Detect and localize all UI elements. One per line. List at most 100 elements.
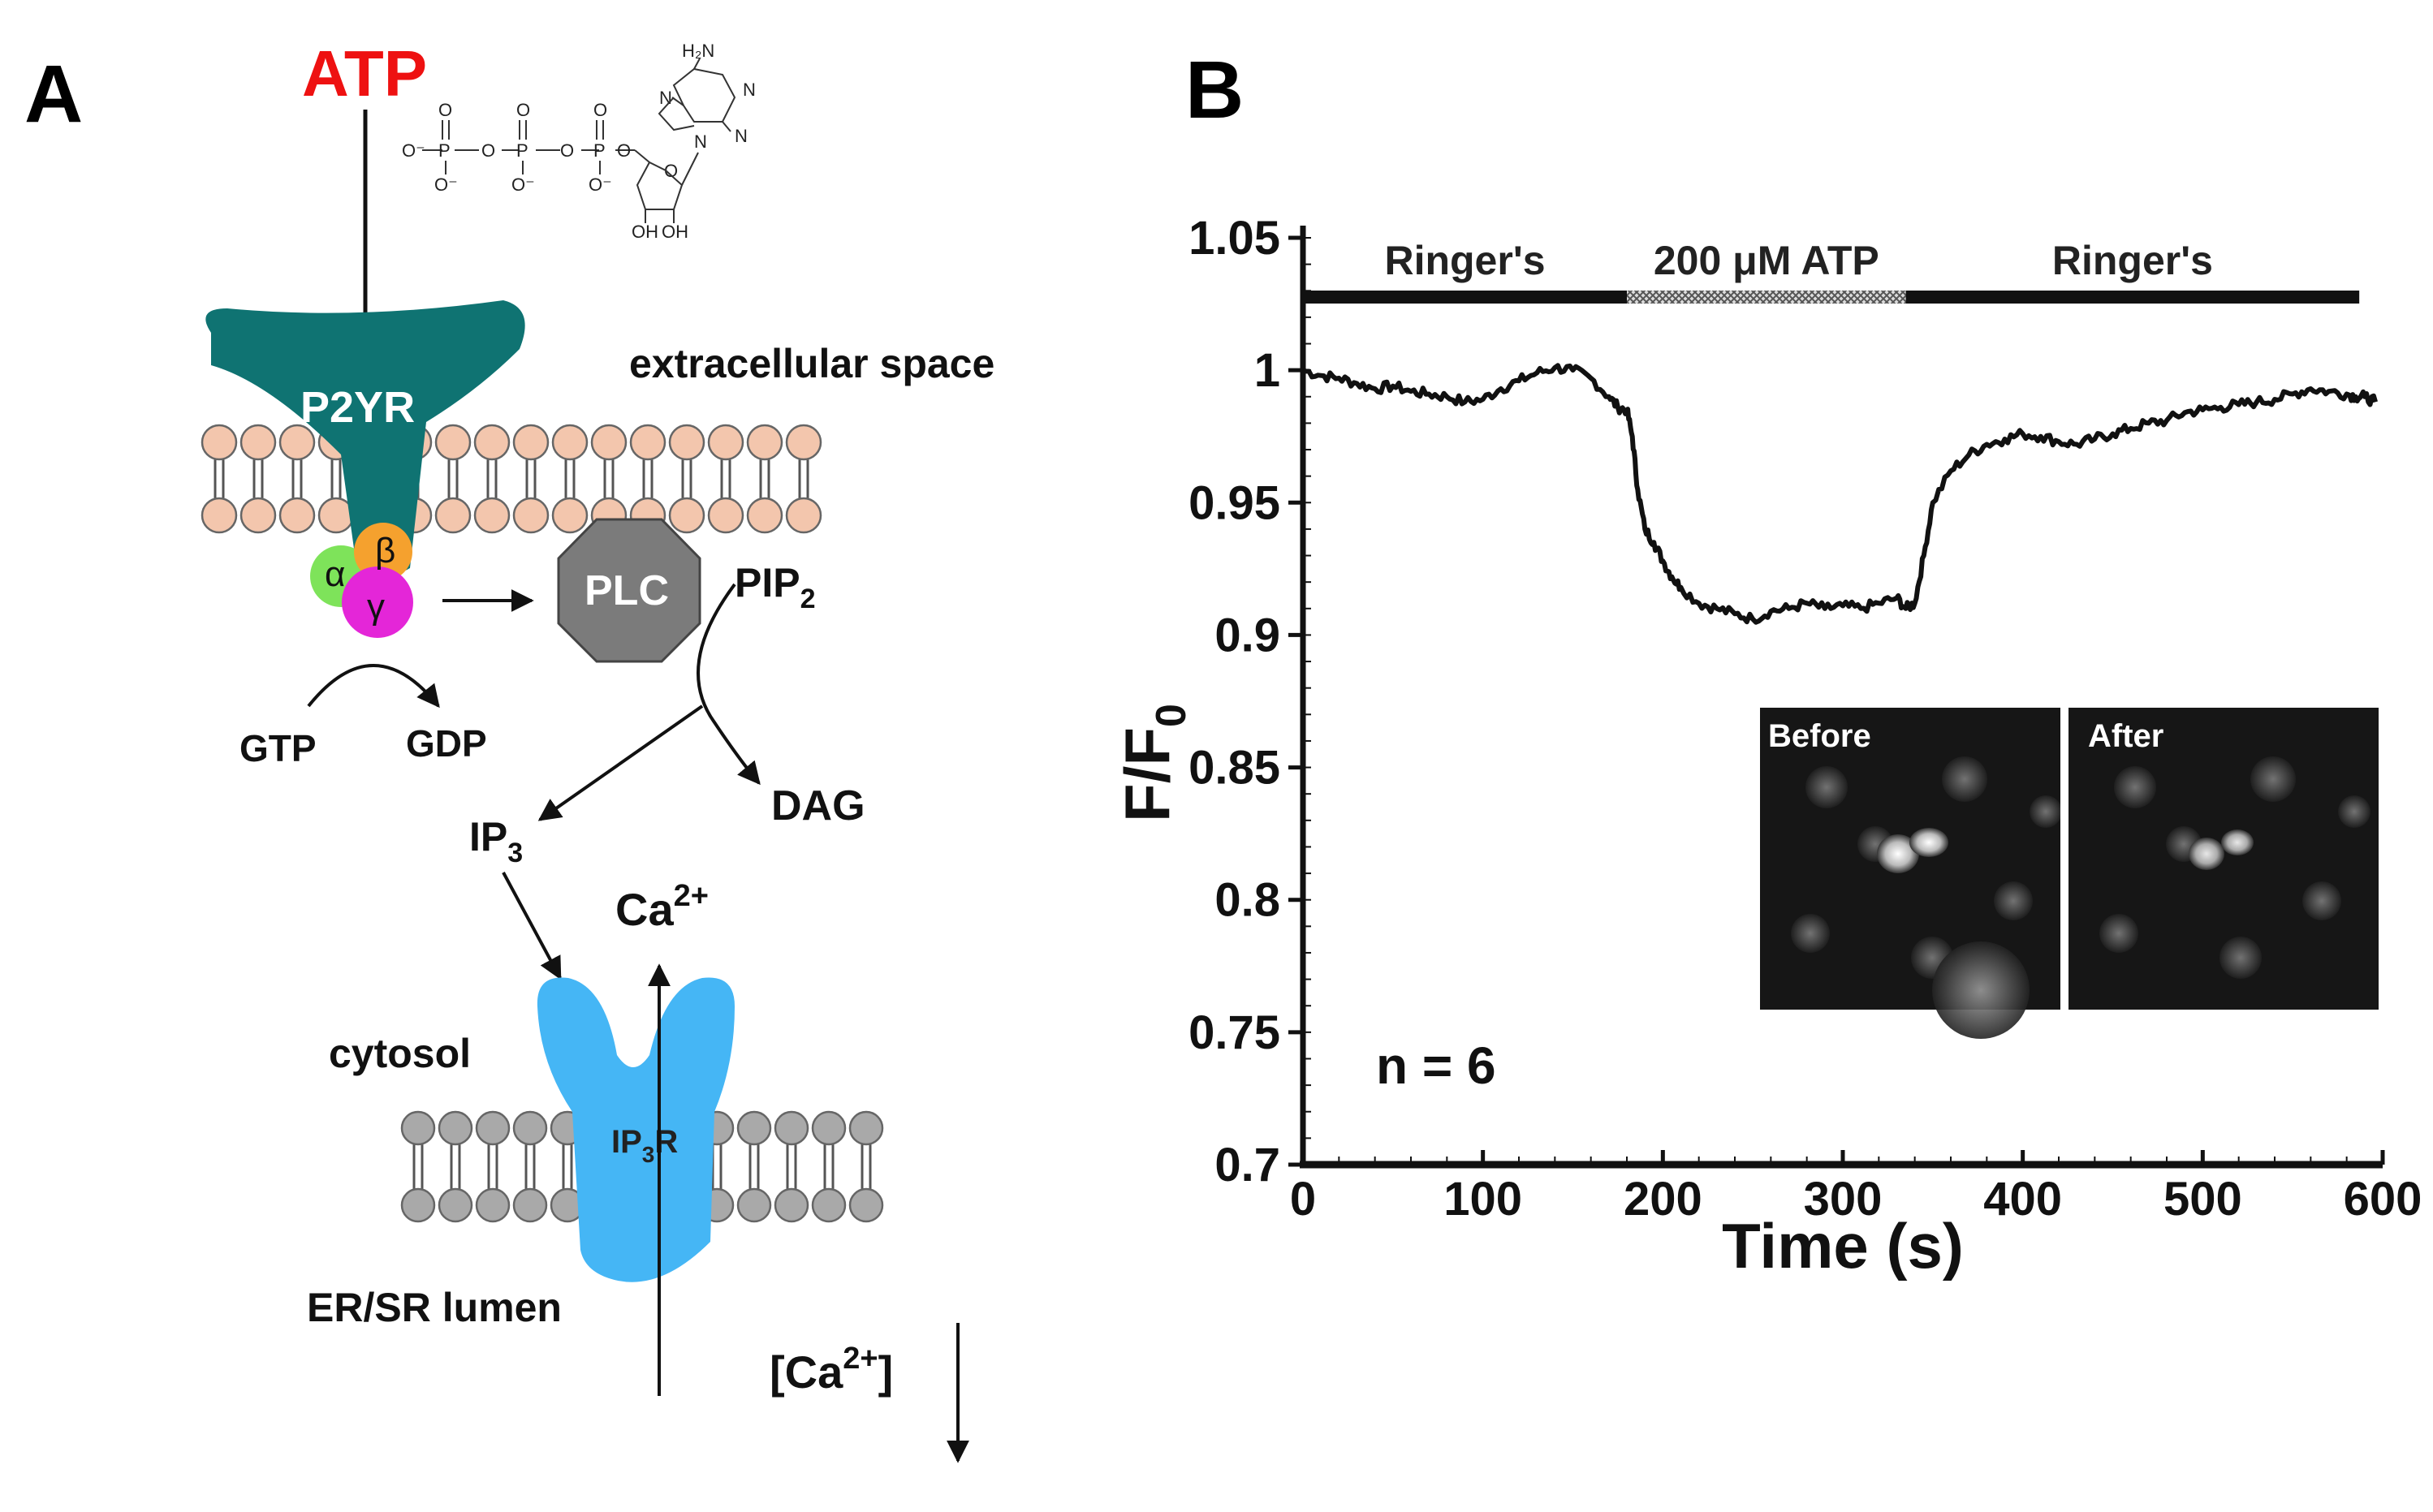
lipid-head (785, 497, 822, 534)
lipid-head (512, 1110, 548, 1146)
lipid-head (551, 424, 589, 461)
atp-ominus-3: O⁻ (511, 174, 535, 195)
treatment-label-2: 200 μM ATP (1654, 238, 1879, 283)
lipid-head (746, 424, 783, 461)
ip3-receptor-shape (537, 977, 735, 1282)
p2y-receptor-label: P2YR (300, 383, 415, 432)
x-tick-label: 300 (1804, 1173, 1883, 1226)
atp-ominus-2: O⁻ (434, 174, 458, 195)
n-label: n = 6 (1376, 1036, 1496, 1095)
pip2-subscript: 2 (800, 584, 816, 614)
lipid-head (473, 424, 511, 461)
ca-label: Ca2+ (615, 879, 709, 935)
y-tick-label: 0.95 (1188, 476, 1280, 529)
atp-o-4: O (560, 140, 574, 161)
lipid-head (400, 1187, 436, 1223)
g-beta-label: β (375, 531, 395, 571)
fluorescence-trace (1302, 363, 2378, 625)
y-tick-label: 0.8 (1214, 874, 1280, 927)
lipid-head (512, 1187, 548, 1223)
plc-label: PLC (585, 567, 669, 614)
atp-o-ring: O (664, 161, 678, 181)
lipid-head (512, 497, 550, 534)
inset-divider (2060, 708, 2068, 1010)
atp-n-2: N (743, 80, 756, 100)
lipid-head (512, 424, 550, 461)
lipid-head (736, 1110, 772, 1146)
plc-enzyme-shape (557, 518, 701, 663)
lipid-head (475, 1110, 511, 1146)
treatment-bar-3 (1905, 291, 2360, 304)
before-label: Before (1768, 718, 1871, 754)
atp-p-1: P (438, 140, 451, 161)
lipid-head (551, 497, 589, 534)
before-image: Before (1760, 708, 2062, 1039)
x-axis-title: Time (s) (1722, 1210, 1964, 1282)
atp-oh-1: OH (632, 222, 658, 242)
lipid-head (400, 1110, 436, 1146)
atp-n-3: N (735, 126, 748, 146)
ip3-label: IP3 (469, 814, 523, 868)
lipid-head (746, 497, 783, 534)
lipid-head (434, 497, 472, 534)
atp-label: ATP (302, 37, 427, 110)
g-gamma-label: γ (367, 587, 385, 627)
inset-images: Before After (1760, 708, 2379, 1039)
atp-o-5: O (593, 100, 607, 120)
y-axis-title-subscript: 0 (1148, 704, 1195, 727)
atp-o-1: O (438, 100, 452, 120)
lipid-head (848, 1110, 884, 1146)
ip3r-subscript: 3 (642, 1142, 655, 1167)
ip3-to-ip3r-arrow (502, 872, 562, 980)
atp-ominus-1: O⁻ (402, 140, 425, 161)
g-gamma-subunit (342, 566, 413, 638)
lipid-head (278, 497, 316, 534)
ca-superscript: 2+ (674, 879, 709, 913)
gtp-label: GTP (239, 727, 317, 769)
x-tick-label: 500 (2163, 1173, 2242, 1226)
x-tick-label: 100 (1443, 1173, 1522, 1226)
lipid-head (785, 424, 822, 461)
atp-n-4: N (694, 131, 707, 152)
lipid-head (848, 1187, 884, 1223)
ip3r-base: IP (611, 1124, 642, 1160)
lipid-head (774, 1187, 809, 1223)
atp-o-6: O (617, 140, 631, 161)
ip3-base: IP (469, 814, 507, 859)
gtp-gdp-arrow (307, 664, 440, 709)
lipid-head (811, 1110, 847, 1146)
lipid-head (668, 424, 705, 461)
y-tick-label: 1 (1254, 344, 1280, 397)
atp-p-2: P (516, 140, 528, 161)
lipid-head (239, 424, 277, 461)
lipid-head (629, 424, 666, 461)
y-tick-label: 0.85 (1188, 742, 1280, 795)
ca-concentration-label: [Ca2+] (770, 1342, 893, 1398)
atp-o-2: O (481, 140, 495, 161)
panel-a: A ATP (24, 37, 994, 1463)
lipid-head (201, 424, 238, 461)
lipid-head (707, 424, 744, 461)
treatment-label-3: Ringer's (2052, 238, 2213, 283)
dag-label: DAG (771, 782, 865, 829)
x-tick-label: 600 (2344, 1173, 2422, 1226)
er-lumen-label: ER/SR lumen (307, 1285, 562, 1330)
after-image: After (2068, 708, 2379, 1010)
g-beta-subunit (354, 523, 412, 581)
lipid-head (438, 1187, 473, 1223)
extracellular-label: extracellular space (629, 341, 994, 386)
after-label: After (2088, 718, 2163, 754)
g-alpha-label: α (325, 554, 345, 594)
gdp-label: GDP (406, 722, 487, 765)
panel-a-letter: A (24, 49, 83, 140)
lipid-head (278, 424, 316, 461)
plasma-membrane (201, 424, 822, 534)
g-protein: α β γ (310, 523, 413, 638)
lipid-head (774, 1110, 809, 1146)
lipid-head (668, 497, 705, 534)
atp-o-3: O (516, 100, 530, 120)
